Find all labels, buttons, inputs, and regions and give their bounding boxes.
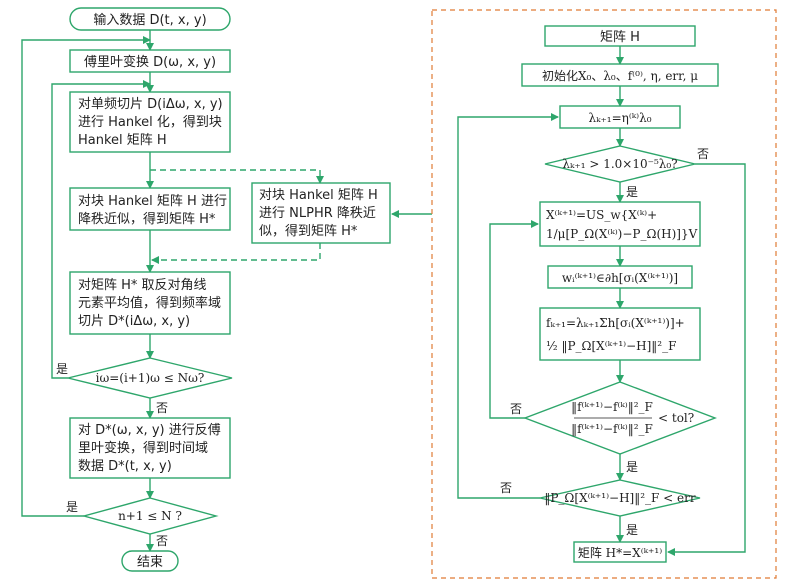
nlphr-line-3: 似，得到矩阵 H* bbox=[259, 223, 358, 239]
hankel-line-3: Hankel 矩阵 H bbox=[78, 133, 167, 148]
matrix-h-label: 矩阵 H bbox=[600, 30, 640, 45]
average-line-1: 对矩阵 H* 取反对角线 bbox=[78, 278, 207, 293]
end-node bbox=[121, 550, 179, 572]
result-box bbox=[573, 541, 667, 563]
n-no-label: 否 bbox=[156, 534, 168, 548]
inverse-line-3: 数据 D*(t, x, y) bbox=[78, 459, 172, 474]
err-no-label: 否 bbox=[500, 481, 512, 495]
x-update-line-1: X⁽ᵏ⁺¹⁾=US_w{X⁽ᵏ⁾+ bbox=[546, 208, 657, 222]
f-update-line-1: fₖ₊₁=λₖ₊₁Σh[σᵢ(X⁽ᵏ⁺¹⁾)]+ bbox=[546, 316, 685, 330]
hankel-box bbox=[69, 91, 231, 153]
err-condition: ‖P_Ω[X⁽ᵏ⁺¹⁾−H]‖²_F < err bbox=[544, 491, 696, 505]
inverse-line-2: 里叶变换，得到时间域 bbox=[78, 440, 208, 456]
frequency-no-label: 否 bbox=[156, 401, 168, 415]
nlphr-line-1: 对块 Hankel 矩阵 H bbox=[259, 188, 378, 203]
fourier-transform-label: 傅里叶变换 D(ω, x, y) bbox=[84, 54, 216, 70]
tol-yes-label: 是 bbox=[626, 460, 638, 474]
average-line-3: 切片 D*(iΔω, x, y) bbox=[78, 314, 190, 329]
average-line-2: 元素平均值，得到频率域 bbox=[78, 295, 221, 311]
end-label: 结束 bbox=[137, 555, 163, 570]
lambda-no-label: 否 bbox=[697, 147, 709, 161]
tol-numerator: ‖f⁽ᵏ⁺¹⁾−f⁽ᵏ⁾‖²_F bbox=[571, 400, 653, 414]
inverse-line-1: 对 D*(ω, x, y) 进行反傅 bbox=[78, 423, 221, 438]
nlphr-box bbox=[251, 182, 391, 244]
init-label: 初始化X₀、λ₀、f⁽⁰⁾, η, err, μ bbox=[542, 69, 698, 83]
nlphr-line-2: 进行 NLPHR 降秩近 bbox=[259, 206, 376, 221]
frequency-yes-label: 是 bbox=[56, 362, 68, 376]
average-box bbox=[69, 271, 231, 335]
hankel-line-1: 对单频切片 D(iΔω, x, y) bbox=[78, 97, 223, 112]
lambda-condition: λₖ₊₁ > 1.0×10⁻⁵λ₀? bbox=[562, 157, 677, 171]
result-label: 矩阵 H*=X⁽ᵏ⁺¹⁾ bbox=[578, 546, 662, 560]
inverse-transform-box bbox=[69, 417, 231, 479]
lambda-update-label: λₖ₊₁=η⁽ᵏ⁾λ₀ bbox=[588, 111, 651, 125]
lowrank-line-1: 对块 Hankel 矩阵 H 进行 bbox=[78, 194, 227, 209]
n-yes-label: 是 bbox=[66, 500, 78, 514]
start-label: 输入数据 D(t, x, y) bbox=[93, 12, 206, 28]
tol-no-label: 否 bbox=[510, 402, 522, 416]
n-loop-condition: n+1 ≤ N ? bbox=[118, 509, 182, 523]
f-update-box bbox=[539, 307, 701, 361]
tol-denominator: ‖f⁽ᵏ⁺¹⁾−f⁽ᵏ⁾‖²_F bbox=[571, 422, 653, 436]
nlphr-detail-panel bbox=[431, 9, 777, 579]
frequency-loop-condition: iω=(i+1)ω ≤ Nω? bbox=[96, 371, 205, 385]
hankel-line-2: 进行 Hankel 化，得到块 bbox=[78, 114, 222, 130]
w-update-label: wᵢ⁽ᵏ⁺¹⁾∈∂h[σᵢ(X⁽ᵏ⁺¹⁾)] bbox=[562, 271, 678, 285]
x-update-line-2: 1/μ[P_Ω(X⁽ᵏ⁾)−P_Ω(H)]}V bbox=[546, 227, 698, 241]
f-update-line-2: ½ ‖P_Ω[X⁽ᵏ⁺¹⁾−H]‖²_F bbox=[546, 339, 676, 353]
x-update-box bbox=[539, 201, 701, 247]
err-yes-label: 是 bbox=[626, 523, 638, 537]
tol-compare: < tol? bbox=[658, 411, 694, 425]
lowrank-line-2: 降秩近似，得到矩阵 H* bbox=[78, 211, 216, 227]
lambda-yes-label: 是 bbox=[626, 185, 638, 199]
